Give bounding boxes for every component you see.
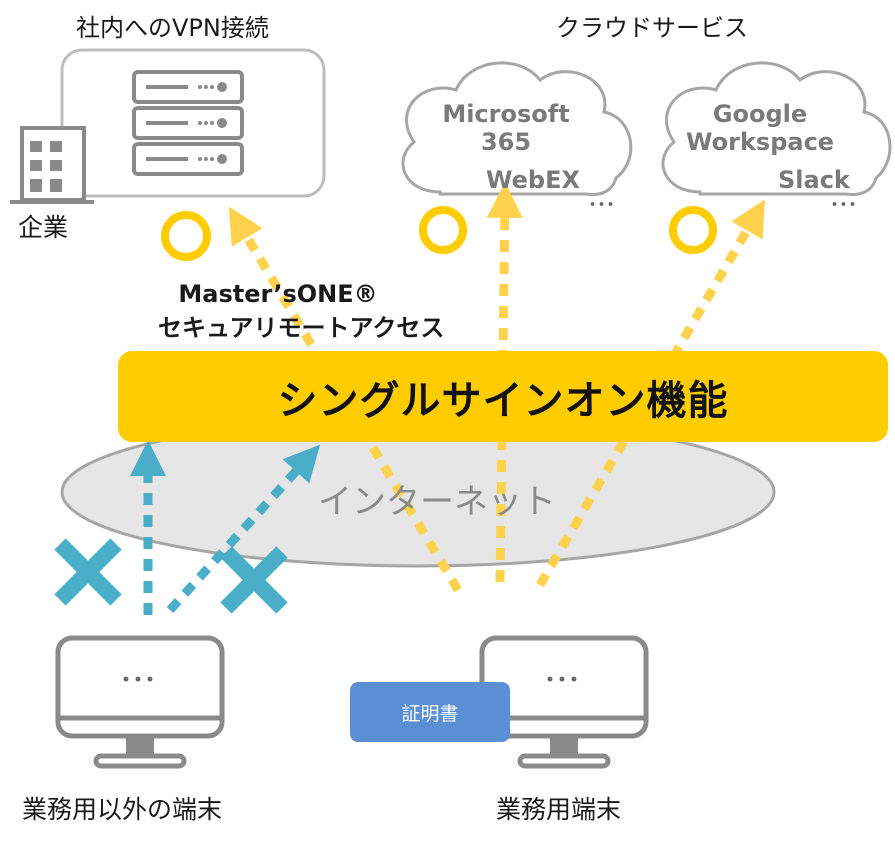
blocked-x-icon-1 bbox=[54, 538, 122, 606]
server-dots bbox=[198, 85, 214, 161]
building-icon bbox=[10, 126, 94, 204]
arrow-to-cloud2 bbox=[536, 199, 766, 588]
product-name: Master’sONE® セキュアリモートアクセス bbox=[158, 277, 445, 345]
server-icon bbox=[132, 70, 244, 176]
ok-circle-vpn bbox=[161, 211, 211, 261]
certificate-badge: 証明書 bbox=[350, 682, 510, 742]
certificate-label: 証明書 bbox=[401, 702, 459, 725]
company-label: 企業 bbox=[18, 213, 69, 242]
screen-dots-non-business: ･･･ bbox=[120, 666, 156, 694]
cloud-services-title: クラウドサービス bbox=[556, 14, 748, 42]
vpn-title: 社内へのVPN接続 bbox=[76, 14, 269, 42]
cloud1-more: ･･･ bbox=[588, 195, 615, 216]
cloud1-name-line2: 365 bbox=[480, 128, 532, 156]
cloud2-sub: Slack bbox=[778, 166, 850, 194]
cloud2-name: Google Workspace bbox=[686, 100, 834, 156]
ok-circle-cloud1 bbox=[419, 206, 467, 254]
sso-label: シングルサインオン機能 bbox=[277, 377, 729, 424]
cloud2-name-line1: Google bbox=[712, 100, 808, 128]
cloud-shape-2 bbox=[661, 61, 892, 196]
product-name-line1: Master’sONE® bbox=[178, 280, 378, 308]
cloud1-sub: WebEX bbox=[486, 166, 580, 194]
internet-label: インターネット bbox=[318, 482, 556, 522]
arrow-to-vpn bbox=[228, 206, 462, 593]
cloud1-name: Microsoft 365 bbox=[432, 100, 580, 156]
cloud2-more: ･･･ bbox=[830, 195, 857, 216]
business-device-label: 業務用端末 bbox=[496, 795, 622, 824]
cloud-shape-1 bbox=[401, 61, 633, 196]
non-business-device-label: 業務用以外の端末 bbox=[22, 795, 223, 824]
ok-circle-cloud2 bbox=[669, 206, 717, 254]
blocked-x-icon-2 bbox=[220, 546, 288, 614]
product-name-line2: セキュアリモートアクセス bbox=[158, 314, 445, 342]
monitor-icon-non-business bbox=[55, 635, 225, 769]
cloud1-name-line1: Microsoft bbox=[442, 100, 570, 128]
sso-bar: シングルサインオン機能 bbox=[118, 351, 888, 442]
arrow-to-cloud1 bbox=[486, 182, 523, 583]
cloud2-name-line2: Workspace bbox=[686, 128, 835, 156]
screen-dots-business: ･･･ bbox=[544, 666, 580, 694]
